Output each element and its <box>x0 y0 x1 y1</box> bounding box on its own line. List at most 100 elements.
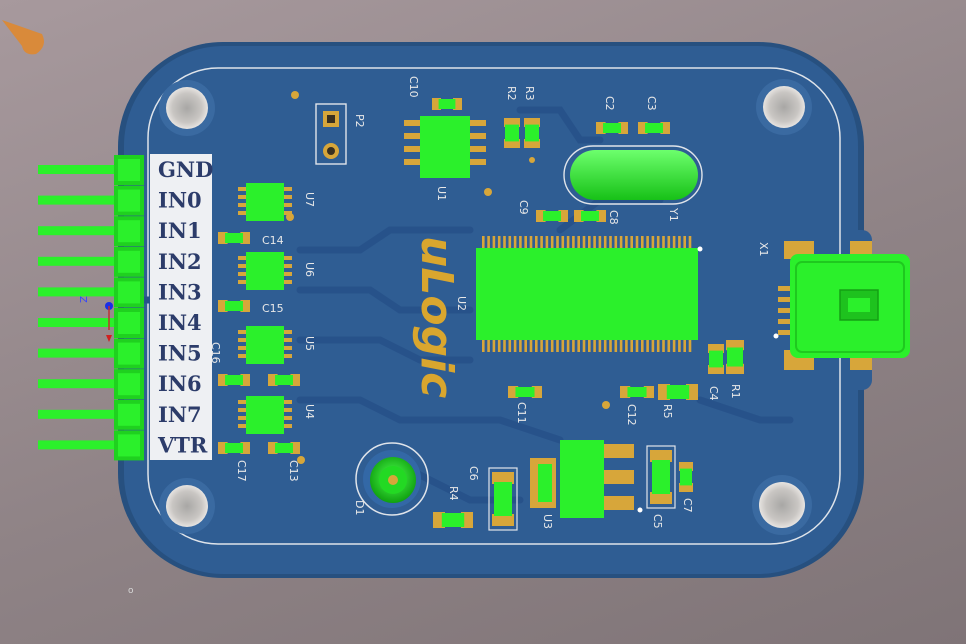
header-pin-body-top <box>118 434 140 457</box>
axis-gizmo: Z <box>77 296 113 342</box>
designator-p2: P2 <box>353 114 366 128</box>
designator-c5: C5 <box>651 514 664 529</box>
designator-c2: C2 <box>603 96 616 111</box>
component-d1-led[interactable] <box>355 442 429 516</box>
designator-u3: U3 <box>541 514 554 529</box>
designator-r3: R3 <box>523 86 536 101</box>
small-ic[interactable] <box>238 252 292 290</box>
connector-pin-label: IN5 <box>158 341 202 366</box>
designator-u7: U7 <box>303 192 316 207</box>
passive[interactable] <box>726 340 744 374</box>
connector-pin-label: IN2 <box>158 249 202 274</box>
component-u3[interactable] <box>530 440 643 518</box>
designator-x1: X1 <box>757 242 770 257</box>
designator-u6: U6 <box>303 262 316 277</box>
designator-r2: R2 <box>505 86 518 101</box>
header-pin-body-top <box>118 403 140 426</box>
passive[interactable] <box>508 386 542 398</box>
passive[interactable] <box>218 374 250 386</box>
pin-header <box>38 155 144 461</box>
small-ic[interactable] <box>238 326 292 364</box>
designator-c12: C12 <box>625 404 638 426</box>
designator-r4: R4 <box>447 486 460 501</box>
header-pin-body-top <box>118 189 140 212</box>
header-pin <box>38 287 120 297</box>
header-pin-body-top <box>118 312 140 334</box>
passive[interactable] <box>504 118 520 148</box>
component-y1[interactable] <box>563 145 703 205</box>
board-logo: uLogic <box>411 236 462 398</box>
header-pin <box>38 256 120 266</box>
designator-c6: C6 <box>467 466 480 481</box>
designator-r1: R1 <box>729 384 742 399</box>
designator-c7: C7 <box>681 498 694 513</box>
small-ic[interactable] <box>238 183 292 221</box>
designator-u5: U5 <box>303 336 316 351</box>
header-pin <box>38 348 120 358</box>
origin-marker: o <box>128 586 134 596</box>
header-pin-body-top <box>118 159 140 181</box>
mounting-holes <box>159 79 812 535</box>
passive[interactable] <box>574 210 606 222</box>
designator-c17: C17 <box>235 460 248 482</box>
designator-u2: U2 <box>455 296 468 311</box>
view-cursor-icon <box>2 20 44 55</box>
passive[interactable] <box>679 462 693 492</box>
small-ic[interactable] <box>238 396 292 434</box>
passive[interactable] <box>620 386 654 398</box>
designator-d1: D1 <box>353 500 366 515</box>
header-pin <box>38 318 120 327</box>
header-pin <box>38 195 120 205</box>
passive[interactable] <box>432 98 462 110</box>
header-pin-body-top <box>118 281 140 304</box>
header-pin <box>38 226 120 236</box>
connector-pin-label: VTR <box>157 432 208 457</box>
designator-u1: U1 <box>435 186 448 201</box>
header-pin <box>38 440 120 450</box>
passive[interactable] <box>596 122 628 134</box>
designator-c10: C10 <box>407 76 420 98</box>
designator-c11: C11 <box>515 402 528 424</box>
passive[interactable] <box>638 122 670 134</box>
connector-pin-label: IN4 <box>158 310 202 335</box>
component-p2[interactable] <box>315 103 347 165</box>
passive[interactable] <box>433 512 473 528</box>
designator-c9: C9 <box>517 200 530 215</box>
passive[interactable] <box>524 118 540 148</box>
component-x1-usb[interactable] <box>773 241 911 370</box>
connector-pin-label: IN6 <box>158 371 202 396</box>
passive[interactable] <box>218 300 250 312</box>
designator-c13: C13 <box>287 460 300 482</box>
passive[interactable] <box>268 442 300 454</box>
passive[interactable] <box>268 374 300 386</box>
passive[interactable] <box>536 210 568 222</box>
component-c6[interactable] <box>488 467 518 531</box>
passive[interactable] <box>708 344 724 374</box>
passive[interactable] <box>218 232 250 244</box>
designator-c14: C14 <box>262 234 284 247</box>
header-pin <box>38 409 120 419</box>
connector-pin-label: GND <box>158 157 213 182</box>
component-u2[interactable] <box>476 236 703 352</box>
passive[interactable] <box>658 384 698 400</box>
header-pin-body-top <box>118 373 140 396</box>
designator-u4: U4 <box>303 404 316 419</box>
connector-pin-label: IN1 <box>158 218 202 243</box>
component-c5[interactable] <box>646 445 676 509</box>
header-pin-body-top <box>118 250 140 273</box>
header-pin-body-top <box>118 220 140 243</box>
connector-pin-label: IN7 <box>158 402 202 427</box>
small-ics[interactable] <box>238 183 292 434</box>
designator-y1: Y1 <box>667 207 680 222</box>
designator-c15: C15 <box>262 302 284 315</box>
passive-components[interactable] <box>218 98 744 528</box>
component-u1[interactable] <box>404 116 486 178</box>
connector-pin-label: IN0 <box>158 188 202 213</box>
header-pin-body-top <box>118 342 140 365</box>
designator-c16: C16 <box>209 342 222 364</box>
passive[interactable] <box>218 442 250 454</box>
